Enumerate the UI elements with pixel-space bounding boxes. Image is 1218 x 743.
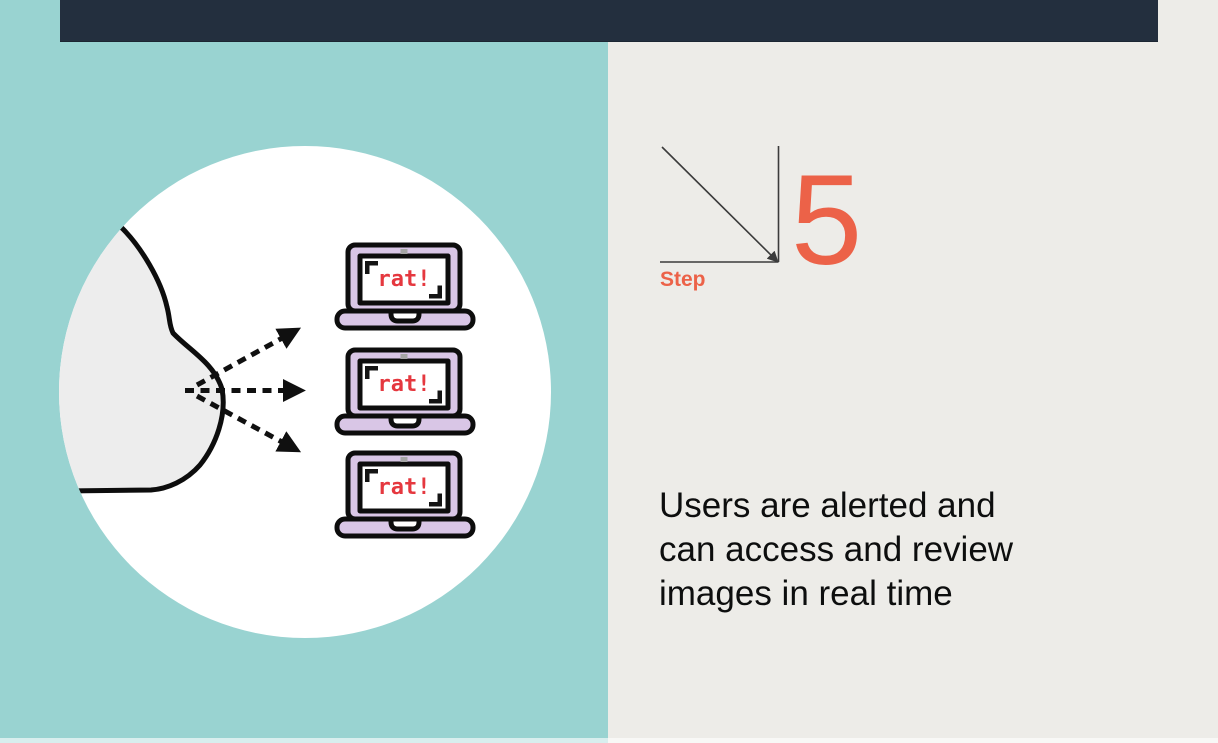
step-label: Step [660, 268, 706, 291]
dashed-arrows-icon [185, 327, 306, 453]
laptop-icon: rat! [337, 350, 473, 433]
step-corner-arrow-icon [660, 146, 780, 263]
description-line: images in real time [659, 574, 953, 613]
step-number: 5 [791, 149, 862, 292]
laptop-screen-text: rat! [378, 475, 431, 500]
laptop-screen-text: rat! [378, 267, 431, 292]
laptop-screen-text: rat! [378, 372, 431, 397]
laptop-icon: rat! [337, 453, 473, 536]
top-navy-bar [60, 0, 1158, 42]
illustration-circle: rat! rat! rat! [59, 146, 551, 638]
laptop-icon: rat! [337, 245, 473, 328]
description-line: Users are alerted and [659, 486, 996, 525]
right-panel-background [608, 0, 1218, 743]
bottom-strip [0, 738, 1218, 743]
description-text: Users are alerted and can access and rev… [659, 484, 1013, 616]
description-line: can access and review [659, 530, 1014, 569]
